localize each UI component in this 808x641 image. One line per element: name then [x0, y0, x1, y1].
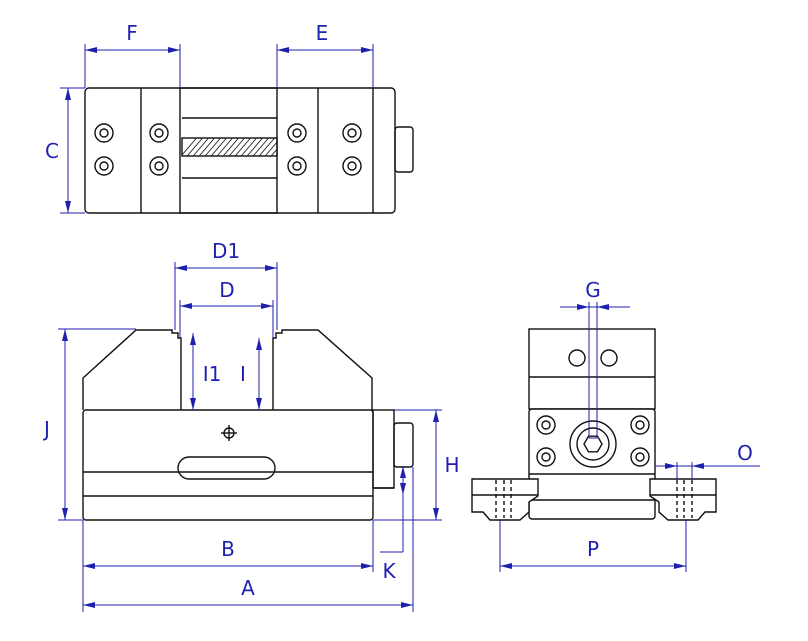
- hatched-screw-section: [182, 138, 277, 156]
- dimension-I1: I1: [190, 333, 221, 410]
- dim-label-P: P: [587, 537, 599, 561]
- dim-label-K: K: [382, 559, 396, 583]
- top-view: [84, 87, 414, 214]
- dimension-D: D: [179, 278, 274, 338]
- dim-label-E: E: [316, 21, 329, 45]
- dim-label-I1: I1: [203, 362, 222, 386]
- dimension-F: F: [84, 21, 181, 88]
- dim-label-O: O: [737, 441, 753, 465]
- dim-label-A: A: [241, 576, 255, 600]
- dimension-J: J: [42, 328, 136, 521]
- dimension-D1: D1: [174, 239, 278, 330]
- side-view: [471, 328, 717, 521]
- dimension-A: A: [83, 467, 414, 612]
- socket-head-bolt-icon: [94, 123, 362, 176]
- hidden-bolt-lines: [495, 480, 693, 518]
- crosshair-icon: [221, 425, 237, 441]
- dim-label-D1: D1: [212, 239, 240, 263]
- dimension-E: E: [276, 21, 374, 88]
- dim-label-G: G: [585, 278, 601, 302]
- dimension-O: O: [655, 441, 760, 480]
- dim-label-D: D: [219, 278, 234, 302]
- dim-label-F: F: [126, 21, 138, 45]
- dim-label-J: J: [42, 417, 50, 441]
- front-view: [82, 329, 414, 521]
- socket-head-bolt-icon: [536, 415, 650, 467]
- dim-label-I: I: [240, 362, 246, 386]
- dim-label-C: C: [45, 139, 59, 163]
- dim-label-H: H: [444, 453, 459, 477]
- dimension-P: P: [499, 520, 687, 572]
- dimension-H: H: [373, 409, 460, 521]
- dim-label-B: B: [221, 537, 235, 561]
- dimension-G: G: [560, 278, 630, 439]
- dimension-B: B: [82, 520, 374, 612]
- dimension-K: K: [380, 466, 406, 583]
- dimension-I: I: [240, 338, 262, 410]
- dimension-C: C: [45, 87, 85, 214]
